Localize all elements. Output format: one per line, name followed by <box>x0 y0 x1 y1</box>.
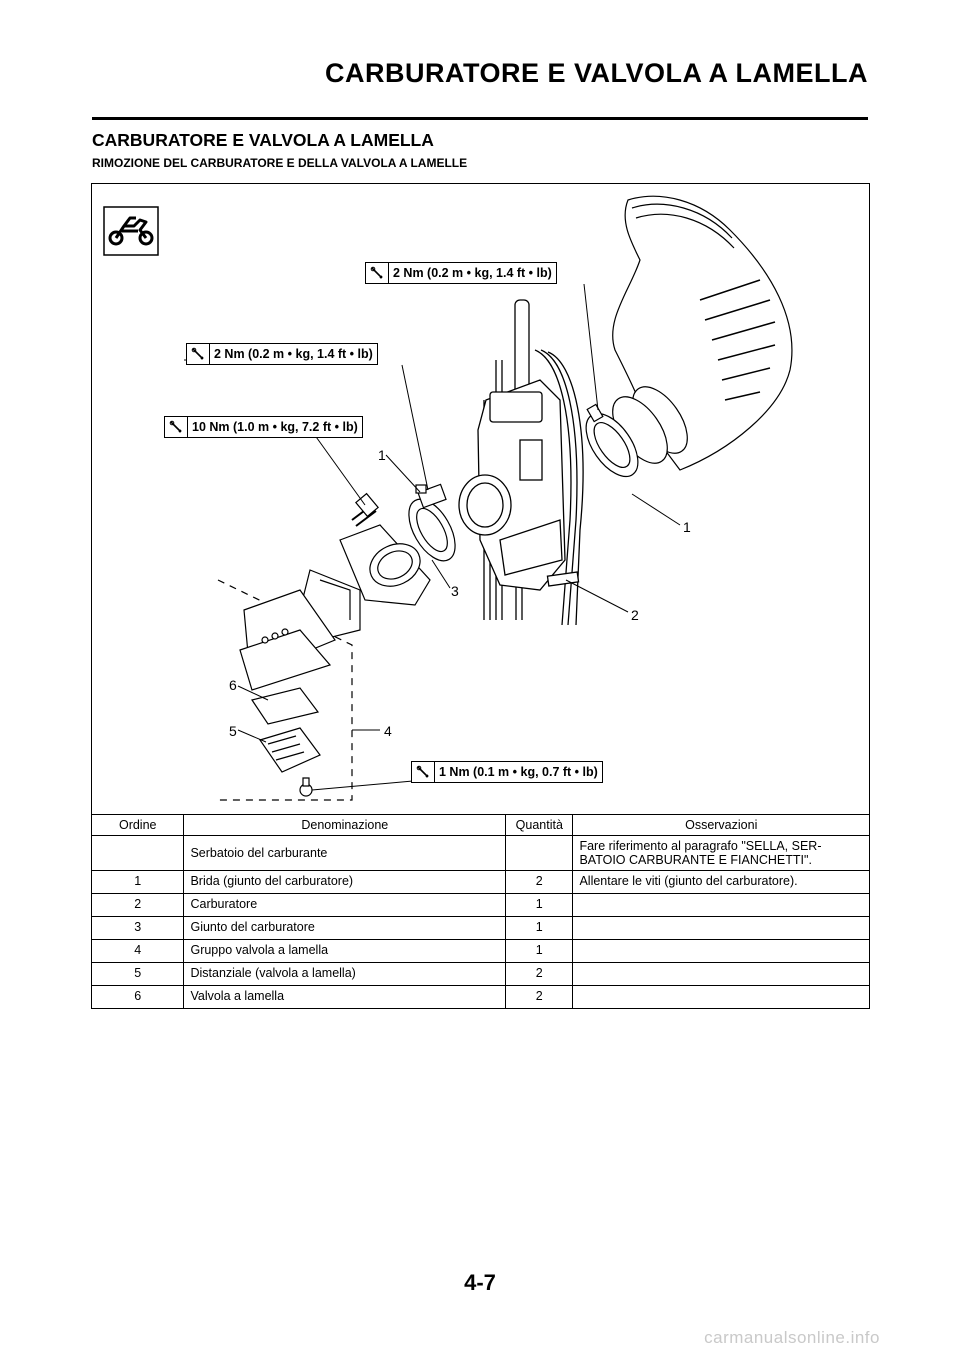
cell-denominazione: Serbatoio del carburante <box>183 835 507 871</box>
callout-5: 5 <box>229 723 237 739</box>
leader-lines <box>184 283 681 791</box>
header-rule <box>92 117 868 120</box>
torque-wrench-icon <box>187 344 210 364</box>
callout-3: 3 <box>451 583 459 599</box>
table-row: 1 Brida (giunto del carburatore) 2 Allen… <box>90 870 870 894</box>
cell-ordine: 2 <box>90 893 185 917</box>
reed-valve-assembly <box>217 569 361 801</box>
callout-4: 4 <box>384 723 392 739</box>
table-row: 2 Carburatore 1 <box>90 893 870 917</box>
torque-wrench-icon <box>412 762 435 782</box>
cell-quantita: 1 <box>505 916 574 940</box>
torque-spec-3: 10 Nm (1.0 m • kg, 7.2 ft • lb) <box>164 416 363 438</box>
torque-spec-1-value: 2 Nm (0.2 m • kg, 1.4 ft • lb) <box>393 266 552 280</box>
header-denominazione: Denominazione <box>183 814 507 836</box>
cell-ordine: 5 <box>90 962 185 986</box>
table-row: Serbatoio del carburante Fare riferiment… <box>90 835 870 871</box>
subsection-title: RIMOZIONE DEL CARBURATORE E DELLA VALVOL… <box>92 156 468 170</box>
cell-osservazioni <box>572 985 870 1009</box>
callout-1-b: 1 <box>683 519 691 535</box>
torque-spec-1: 2 Nm (0.2 m • kg, 1.4 ft • lb) <box>365 262 557 284</box>
figure-frame <box>91 183 870 815</box>
table-row: 6 Valvola a lamella 2 <box>90 985 870 1009</box>
table-row: 4 Gruppo valvola a lamella 1 <box>90 939 870 963</box>
cell-ordine <box>90 835 185 871</box>
header-quantita: Quantità <box>505 814 574 836</box>
callout-2: 2 <box>631 607 639 623</box>
page-number: 4-7 <box>464 1270 496 1295</box>
section-title: CARBURATORE E VALVOLA A LAMELLA <box>92 130 434 150</box>
cell-osservazioni <box>572 893 870 917</box>
cell-denominazione: Distanziale (valvola a lamella) <box>183 962 507 986</box>
parts-table: Ordine Denominazione Quantità Osservazio… <box>90 814 870 1009</box>
cell-denominazione: Gruppo valvola a lamella <box>183 939 507 963</box>
cell-denominazione: Valvola a lamella <box>183 985 507 1009</box>
intake-manifold <box>339 492 431 606</box>
cell-quantita: 2 <box>505 985 574 1009</box>
table-header-row: Ordine Denominazione Quantità Osservazio… <box>90 814 870 836</box>
callout-1-a: 1 <box>378 447 386 463</box>
cell-ordine: 3 <box>90 916 185 940</box>
torque-wrench-icon <box>366 263 389 283</box>
cell-quantita: 1 <box>505 893 574 917</box>
cell-osservazioni <box>572 916 870 940</box>
torque-spec-2: 2 Nm (0.2 m • kg, 1.4 ft • lb) <box>186 343 378 365</box>
cell-quantita <box>505 835 574 871</box>
cell-denominazione: Giunto del carburatore <box>183 916 507 940</box>
torque-spec-3-value: 10 Nm (1.0 m • kg, 7.2 ft • lb) <box>192 420 358 434</box>
cell-quantita: 2 <box>505 870 574 894</box>
table-row: 3 Giunto del carburatore 1 <box>90 916 870 940</box>
cell-osservazioni: Allentare le viti (giunto del carburator… <box>572 870 870 894</box>
cell-osservazioni <box>572 962 870 986</box>
cell-osservazioni: Fare riferimento al paragrafo "SELLA, SE… <box>572 835 870 871</box>
torque-spec-4: 1 Nm (0.1 m • kg, 0.7 ft • lb) <box>411 761 603 783</box>
motorcycle-icon <box>103 206 159 256</box>
header-osservazioni: Osservazioni <box>572 814 870 836</box>
torque-spec-4-value: 1 Nm (0.1 m • kg, 0.7 ft • lb) <box>439 765 598 779</box>
air-filter-boot <box>585 195 793 478</box>
header-ordine: Ordine <box>90 814 185 836</box>
cell-denominazione: Brida (giunto del carburatore) <box>183 870 507 894</box>
watermark: carmanualsonline.info <box>704 1328 880 1347</box>
header-title: CARBURATORE E VALVOLA A LAMELLA <box>325 58 868 88</box>
cell-osservazioni <box>572 939 870 963</box>
cell-denominazione: Carburatore <box>183 893 507 917</box>
carburetor-exploded-diagram: 1 1 2 3 4 5 6 <box>103 195 793 801</box>
torque-wrench-icon <box>165 417 188 437</box>
cell-quantita: 1 <box>505 939 574 963</box>
torque-spec-2-value: 2 Nm (0.2 m • kg, 1.4 ft • lb) <box>214 347 373 361</box>
cell-quantita: 2 <box>505 962 574 986</box>
cell-ordine: 1 <box>90 870 185 894</box>
cell-ordine: 6 <box>90 985 185 1009</box>
callout-6: 6 <box>229 677 237 693</box>
table-row: 5 Distanziale (valvola a lamella) 2 <box>90 962 870 986</box>
cell-ordine: 4 <box>90 939 185 963</box>
carburetor <box>458 299 580 591</box>
carburetor-joint <box>408 483 456 562</box>
